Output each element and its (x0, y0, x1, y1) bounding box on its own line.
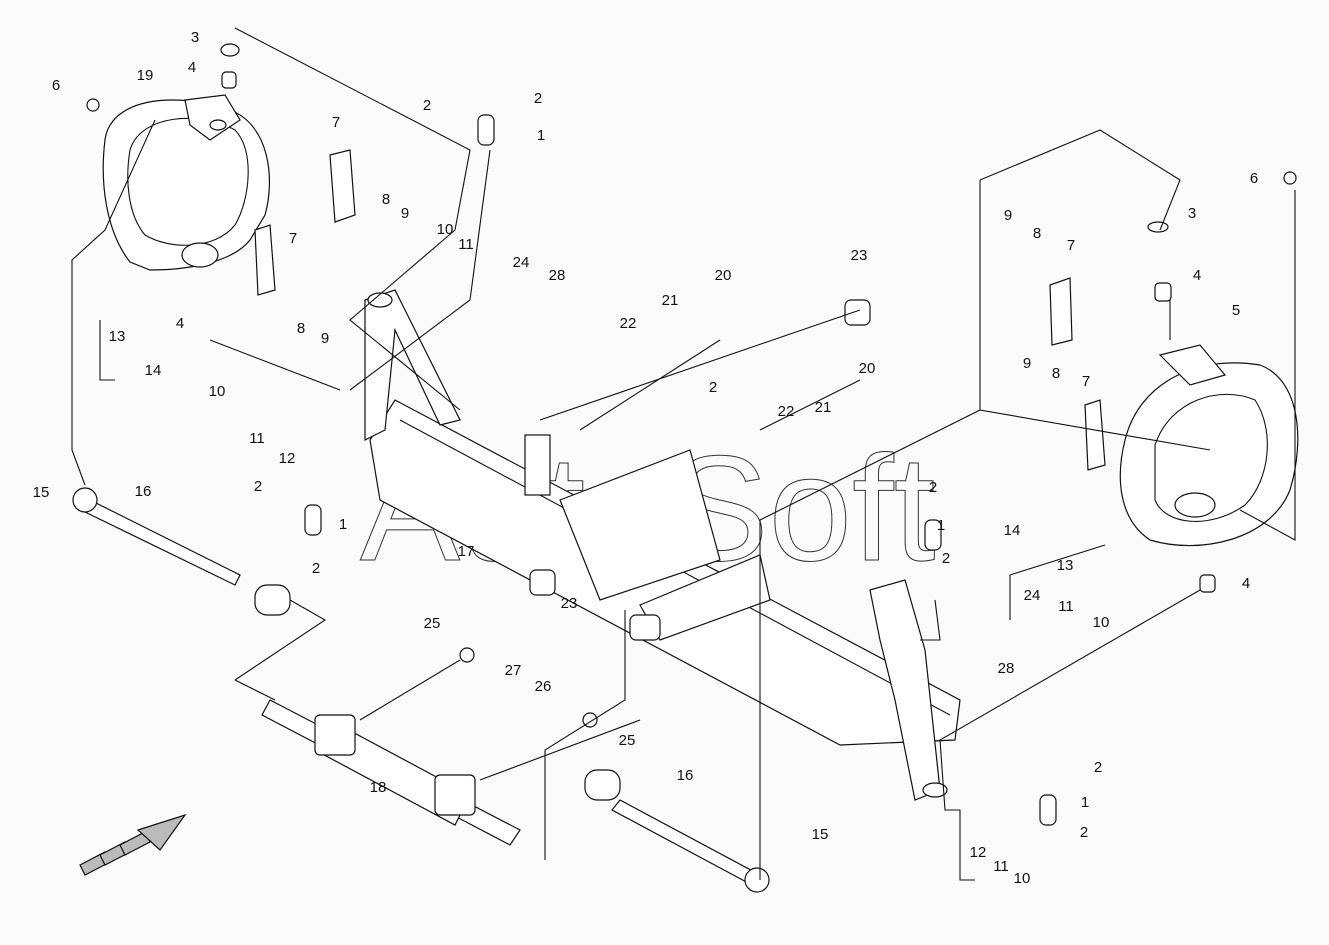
callout-16[interactable]: 16 (677, 767, 694, 784)
callout-2[interactable]: 2 (929, 479, 937, 496)
callout-19[interactable]: 19 (137, 67, 154, 84)
callout-11[interactable]: 11 (993, 858, 1009, 875)
forward-arrow-icon (79, 813, 187, 876)
callout-1[interactable]: 1 (537, 127, 545, 144)
callout-9[interactable]: 9 (321, 330, 329, 347)
callout-8[interactable]: 8 (1052, 365, 1060, 382)
callout-11[interactable]: 11 (249, 430, 265, 447)
callout-9[interactable]: 9 (401, 205, 409, 222)
callout-2[interactable]: 2 (423, 97, 431, 114)
callout-25[interactable]: 25 (619, 732, 636, 749)
callout-8[interactable]: 8 (297, 320, 305, 337)
callout-2[interactable]: 2 (942, 550, 950, 567)
callout-1[interactable]: 1 (937, 517, 945, 534)
callout-4[interactable]: 4 (188, 59, 196, 76)
bracket-7 (254, 224, 276, 296)
callout-8[interactable]: 8 (1033, 225, 1041, 242)
callout-20[interactable]: 20 (715, 267, 732, 284)
callout-4[interactable]: 4 (1193, 267, 1201, 284)
callout-22[interactable]: 22 (778, 403, 795, 420)
callout-15[interactable]: 15 (33, 484, 50, 501)
callout-26[interactable]: 26 (535, 678, 552, 695)
callout-9[interactable]: 9 (1004, 207, 1012, 224)
callout-23[interactable]: 23 (851, 247, 868, 264)
callout-25[interactable]: 25 (424, 615, 441, 632)
callout-10[interactable]: 10 (209, 383, 226, 400)
left-brake-housing (86, 43, 270, 271)
callout-13[interactable]: 13 (109, 328, 126, 345)
callout-2[interactable]: 2 (534, 90, 542, 107)
callout-20[interactable]: 20 (859, 360, 876, 377)
callout-7[interactable]: 7 (332, 114, 340, 131)
callout-11[interactable]: 11 (1058, 598, 1074, 615)
tie-rod-left (72, 487, 291, 616)
callout-6[interactable]: 6 (1250, 170, 1258, 187)
callout-7[interactable]: 7 (1067, 237, 1075, 254)
callout-3[interactable]: 3 (191, 29, 199, 46)
callout-28[interactable]: 28 (549, 267, 566, 284)
callout-21[interactable]: 21 (815, 399, 832, 416)
callout-22[interactable]: 22 (620, 315, 637, 332)
callout-6[interactable]: 6 (52, 77, 60, 94)
steering-cylinder (261, 647, 598, 846)
callout-7[interactable]: 7 (1082, 373, 1090, 390)
callout-17[interactable]: 17 (458, 543, 475, 560)
axle-beam (364, 289, 961, 801)
callout-2[interactable]: 2 (1080, 824, 1088, 841)
right-brake-housing (1119, 171, 1299, 593)
callout-24[interactable]: 24 (1024, 587, 1041, 604)
callout-1[interactable]: 1 (1081, 794, 1089, 811)
callout-24[interactable]: 24 (513, 254, 530, 271)
callout-12[interactable]: 12 (970, 844, 987, 861)
callout-2[interactable]: 2 (312, 560, 320, 577)
callout-11[interactable]: 11 (458, 236, 474, 253)
callout-21[interactable]: 21 (662, 292, 679, 309)
callout-9[interactable]: 9 (1023, 355, 1031, 372)
callout-1[interactable]: 1 (339, 516, 347, 533)
bracket-7 (1049, 277, 1073, 346)
callout-15[interactable]: 15 (812, 826, 829, 843)
callout-10[interactable]: 10 (437, 221, 454, 238)
callout-10[interactable]: 10 (1093, 614, 1110, 631)
callout-7[interactable]: 7 (289, 230, 297, 247)
callout-5[interactable]: 5 (1232, 302, 1240, 319)
callout-8[interactable]: 8 (382, 191, 390, 208)
callout-16[interactable]: 16 (135, 483, 152, 500)
callout-2[interactable]: 2 (709, 379, 717, 396)
callout-2[interactable]: 2 (254, 478, 262, 495)
callout-3[interactable]: 3 (1188, 205, 1196, 222)
bracket-7 (1084, 399, 1106, 471)
callout-12[interactable]: 12 (279, 450, 296, 467)
callout-27[interactable]: 27 (505, 662, 522, 679)
bracket-7 (329, 149, 356, 223)
callout-4[interactable]: 4 (1242, 575, 1250, 592)
callout-4[interactable]: 4 (176, 315, 184, 332)
leader-lines (71, 27, 1296, 881)
callout-14[interactable]: 14 (1004, 522, 1021, 539)
callout-13[interactable]: 13 (1057, 557, 1074, 574)
tie-rod-right (584, 769, 770, 893)
callout-14[interactable]: 14 (145, 362, 162, 379)
callout-28[interactable]: 28 (998, 660, 1015, 677)
callout-10[interactable]: 10 (1014, 870, 1031, 887)
callout-2[interactable]: 2 (1094, 759, 1102, 776)
callout-23[interactable]: 23 (561, 595, 578, 612)
callout-18[interactable]: 18 (370, 779, 387, 796)
